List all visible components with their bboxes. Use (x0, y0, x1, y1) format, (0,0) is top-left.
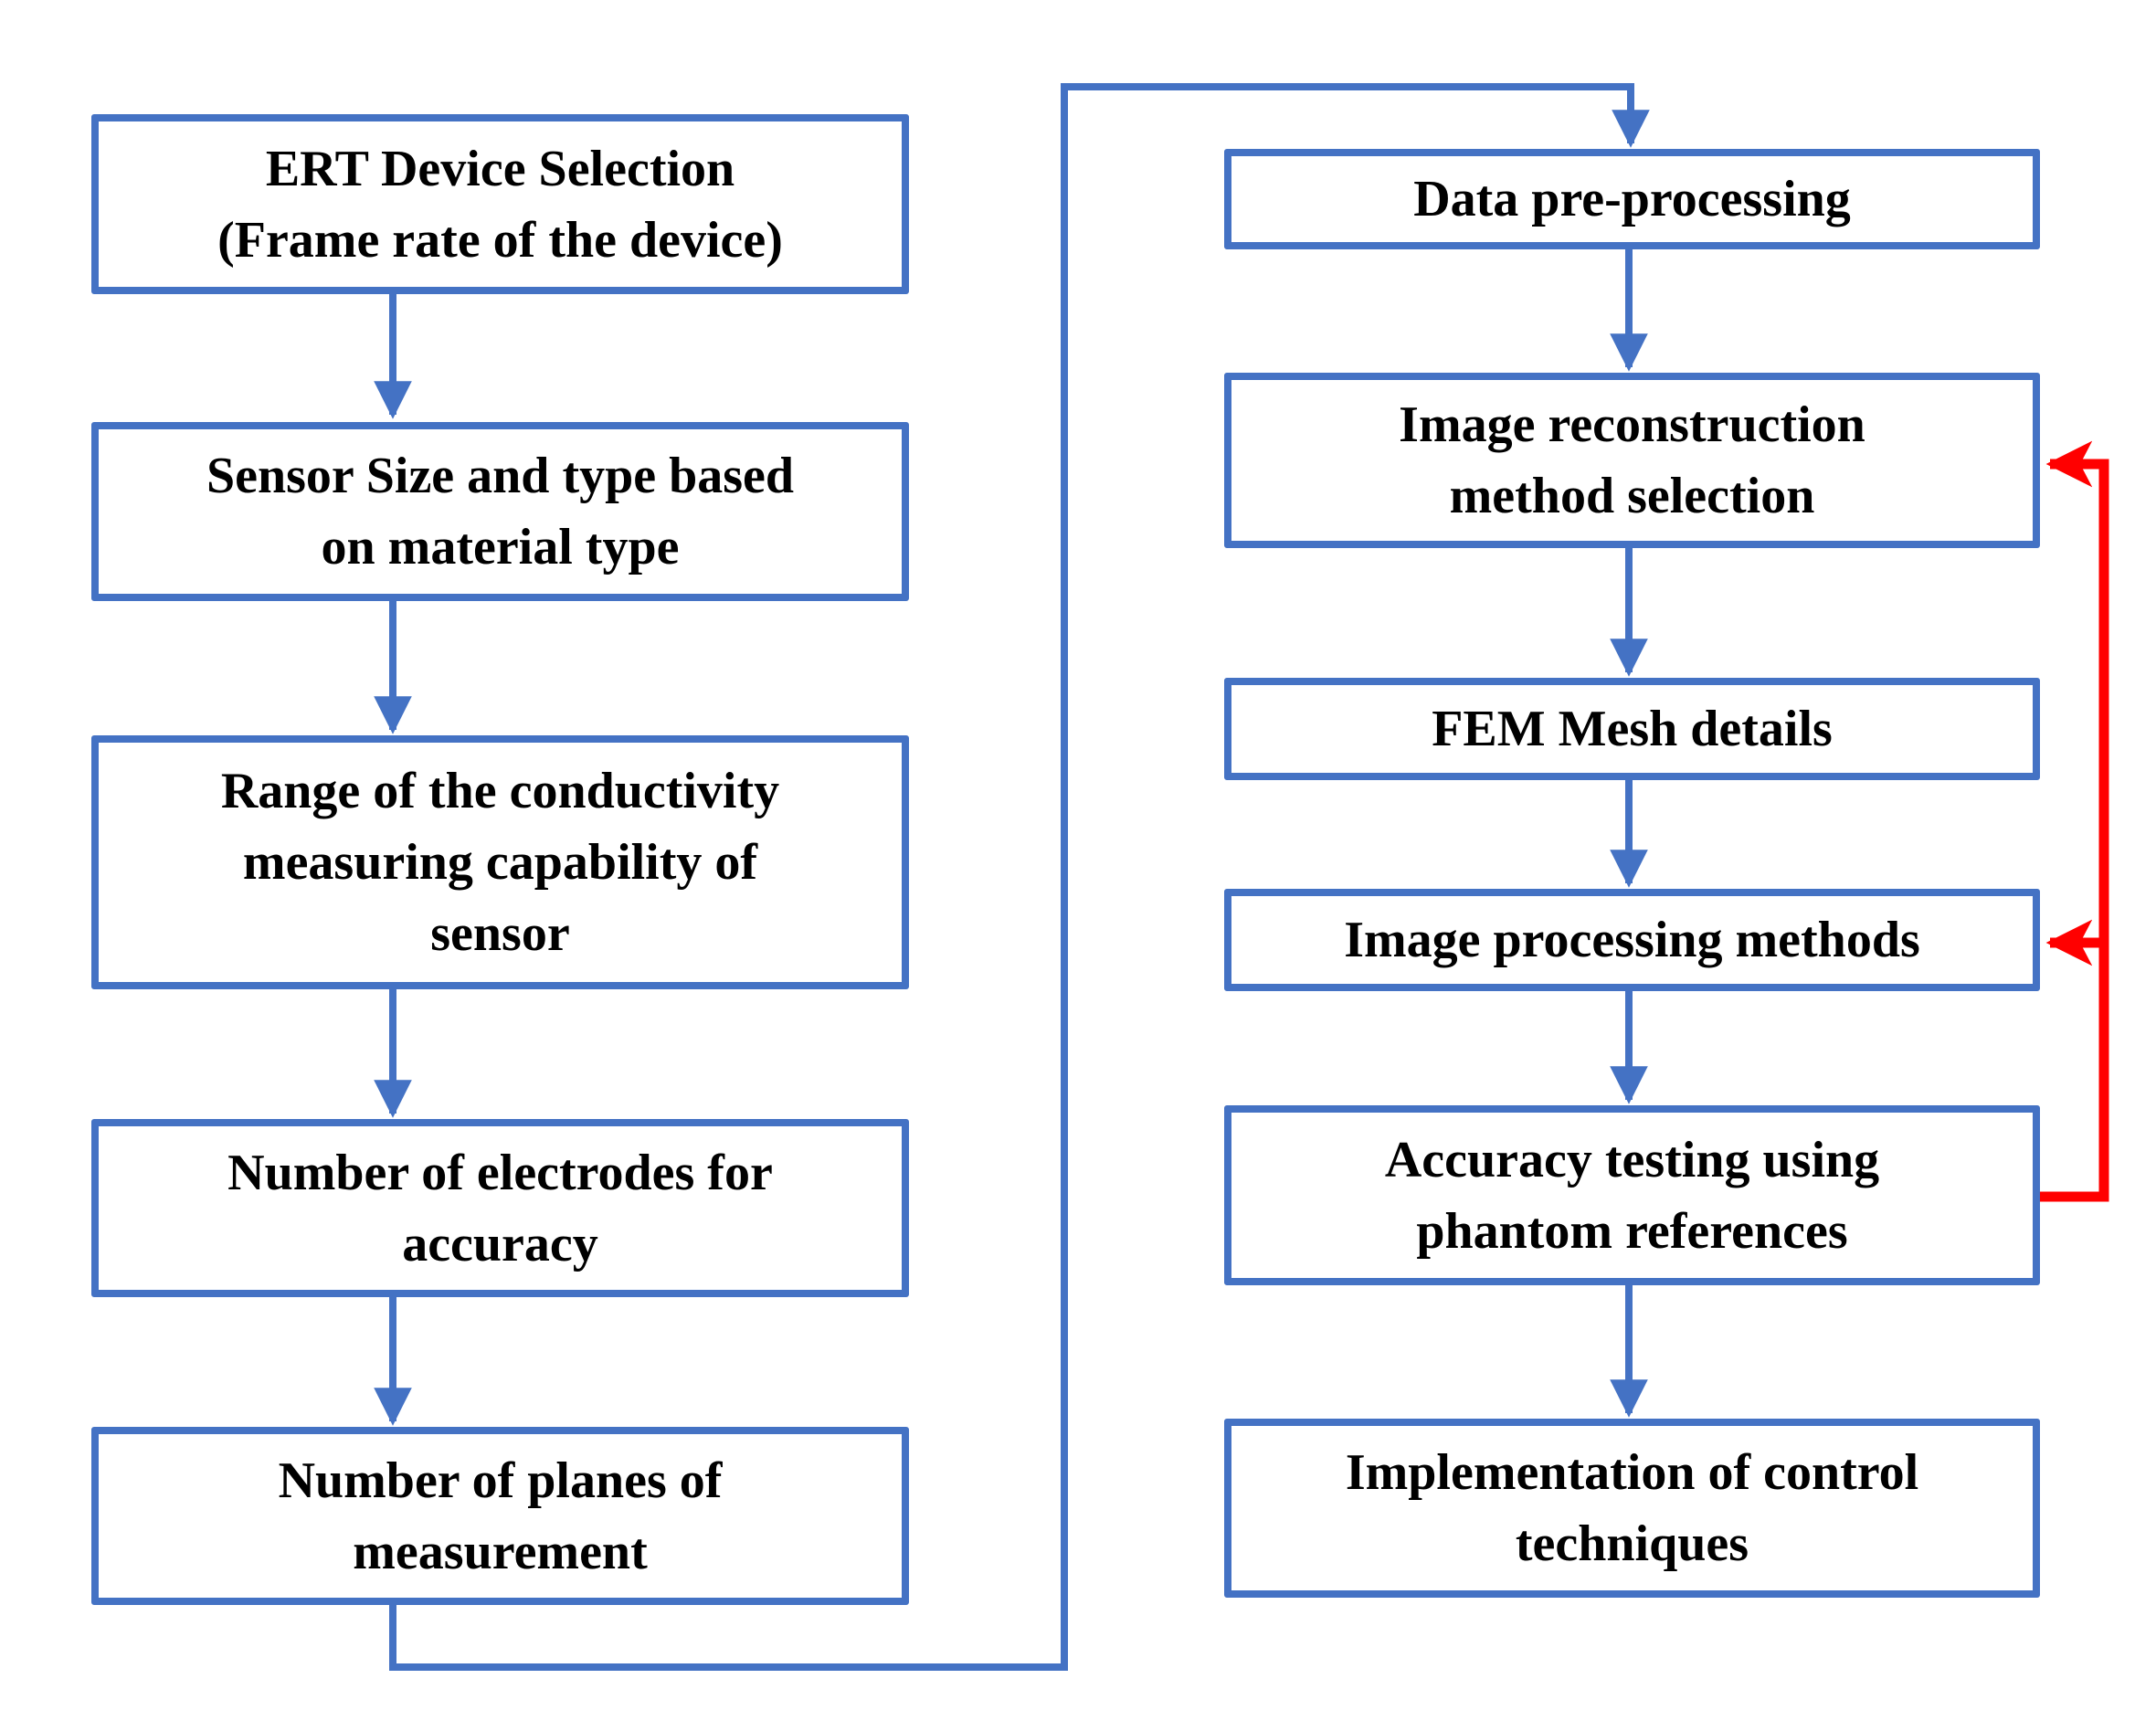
label-line: phantom references (1416, 1202, 1848, 1260)
label-line: sensor (430, 905, 570, 962)
flow-box-label: ERT Device Selection (Frame rate of the … (217, 133, 783, 276)
flow-box-label: Image processing methods (1344, 904, 1920, 976)
flow-box-image-processing: Image processing methods (1224, 889, 2040, 991)
label-line: Image processing methods (1344, 912, 1920, 968)
label-line: Data pre-processing (1413, 171, 1851, 227)
flow-box-label: Accuracy testing using phantom reference… (1385, 1124, 1879, 1267)
flow-box-label: Implementation of control techniques (1346, 1437, 1918, 1579)
flow-box-label: Image reconstruction method selection (1399, 389, 1865, 532)
flow-box-planes-count: Number of planes of measurement (91, 1427, 909, 1605)
label-line: ERT Device Selection (265, 140, 735, 197)
flow-box-label: Number of electrodes for accuracy (227, 1137, 773, 1280)
feedback-accuracy-to-reconstruction (2037, 440, 2109, 1202)
flow-box-data-pre-processing: Data pre-processing (1224, 149, 2040, 249)
flow-box-implementation-control: Implementation of control techniques (1224, 1419, 2040, 1598)
label-line: Image reconstruction (1399, 396, 1865, 453)
flow-box-image-reconstruction: Image reconstruction method selection (1224, 373, 2040, 548)
flow-box-label: Data pre-processing (1413, 164, 1851, 235)
label-line: Sensor Size and type based (206, 448, 795, 504)
flow-box-electrode-count: Number of electrodes for accuracy (91, 1119, 909, 1297)
label-line: method selection (1449, 468, 1815, 524)
flow-box-sensor-size-type: Sensor Size and type based on material t… (91, 422, 909, 601)
label-line: (Frame rate of the device) (217, 211, 783, 269)
label-line: on material type (321, 519, 680, 575)
arrow-planes-to-preprocessing (389, 83, 1650, 1671)
label-line: Range of the conductivity (220, 763, 780, 819)
label-line: techniques (1515, 1515, 1749, 1572)
flow-box-label: FEM Mesh details (1432, 693, 1833, 765)
label-line: Number of electrodes for (227, 1144, 773, 1201)
flow-box-label: Range of the conductivity measuring capa… (221, 755, 779, 969)
label-line: Accuracy testing using (1384, 1131, 1880, 1188)
label-line: Number of planes of (278, 1452, 723, 1509)
flow-box-conductivity-range: Range of the conductivity measuring capa… (91, 735, 909, 989)
label-line: Implementation of control (1345, 1444, 1919, 1501)
label-line: measuring capability of (242, 834, 758, 891)
label-line: accuracy (402, 1215, 598, 1272)
flow-box-ert-device-selection: ERT Device Selection (Frame rate of the … (91, 114, 909, 294)
label-line: measurement (353, 1523, 648, 1580)
flow-box-label: Number of planes of measurement (279, 1445, 723, 1588)
label-line: FEM Mesh details (1432, 701, 1833, 757)
flow-box-fem-mesh: FEM Mesh details (1224, 678, 2040, 780)
flow-box-accuracy-testing: Accuracy testing using phantom reference… (1224, 1105, 2040, 1285)
flow-box-label: Sensor Size and type based on material t… (206, 440, 794, 583)
